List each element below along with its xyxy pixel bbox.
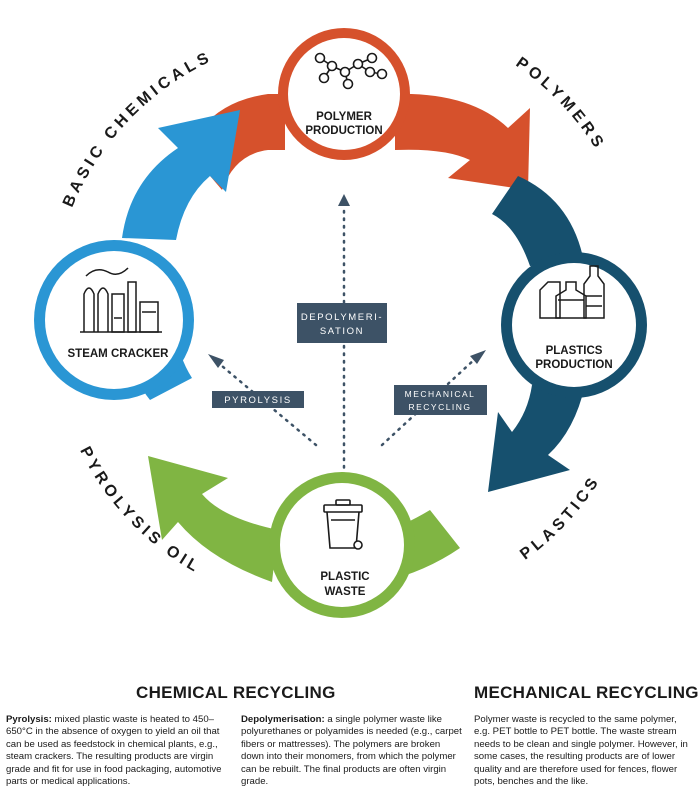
- pyrolysis-description: Pyrolysis: mixed plastic waste is heated…: [6, 714, 228, 788]
- depolymerisation-label: DEPOLYMERI- SATION: [297, 303, 387, 343]
- arrow-navy-head: [488, 385, 585, 492]
- arrow-orange-head: [395, 93, 530, 190]
- recycling-cycle-diagram: DEPOLYMERI- SATION PYROLYSIS MECHANICAL …: [34, 28, 647, 618]
- pyrolysis-term: Pyrolysis:: [6, 714, 52, 725]
- node-steam-cracker: STEAM CRACKER: [34, 240, 194, 400]
- polymer-production-line1: POLYMER: [316, 111, 373, 123]
- arc-label-plastics: PLASTICS: [517, 472, 604, 563]
- arrow-navy: [492, 176, 584, 266]
- mechanical-description: Polymer waste is recycled to the same po…: [474, 714, 688, 788]
- mechanical-recycling-label: MECHANICAL RECYCLING: [394, 385, 487, 415]
- polymer-production-line2: PRODUCTION: [305, 125, 382, 137]
- node-plastic-waste: PLASTIC WASTE: [269, 472, 415, 618]
- plastic-waste-line1: PLASTIC: [320, 571, 369, 583]
- mechanical-label-line1: MECHANICAL: [405, 389, 476, 399]
- factory-icon: [80, 267, 162, 333]
- depolymerisation-arrowhead: [338, 194, 350, 206]
- steam-cracker-label: STEAM CRACKER: [68, 348, 170, 360]
- node-polymer-production: POLYMER PRODUCTION: [278, 28, 410, 160]
- mechanical-label-line2: RECYCLING: [408, 402, 471, 412]
- pyrolysis-body: mixed plastic waste is heated to 450–650…: [6, 714, 222, 788]
- mechanical-path: [380, 356, 478, 447]
- depolymerisation-label-line1: DEPOLYMERI-: [301, 312, 383, 323]
- plastics-production-line1: PLASTICS: [546, 345, 603, 357]
- pyrolysis-path: [214, 359, 318, 447]
- node-plastics-production: PLASTICS PRODUCTION: [501, 252, 647, 398]
- plastic-waste-line2: WASTE: [325, 586, 366, 598]
- mechanical-arrowhead: [470, 350, 486, 364]
- pyrolysis-label-text: PYROLYSIS: [224, 395, 292, 406]
- depolymerisation-label-line2: SATION: [320, 326, 364, 337]
- arrow-green-head: [148, 456, 278, 582]
- molecule-icon: [314, 52, 388, 90]
- arrow-blue-head: [122, 110, 240, 240]
- depolymerisation-term: Depolymerisation:: [241, 714, 325, 725]
- mechanical-recycling-heading: MECHANICAL RECYCLING: [474, 683, 699, 702]
- pyrolysis-arrowhead: [208, 354, 224, 368]
- plastics-production-line2: PRODUCTION: [535, 359, 612, 371]
- chemical-recycling-heading: CHEMICAL RECYCLING: [136, 683, 336, 702]
- pyrolysis-label: PYROLYSIS: [212, 391, 304, 408]
- trash-bin-icon: [323, 499, 363, 550]
- depolymerisation-body: a single polymer waste like polyurethane…: [241, 714, 462, 788]
- bottles-icon: [539, 265, 605, 319]
- depolymerisation-description: Depolymerisation: a single polymer waste…: [241, 714, 463, 788]
